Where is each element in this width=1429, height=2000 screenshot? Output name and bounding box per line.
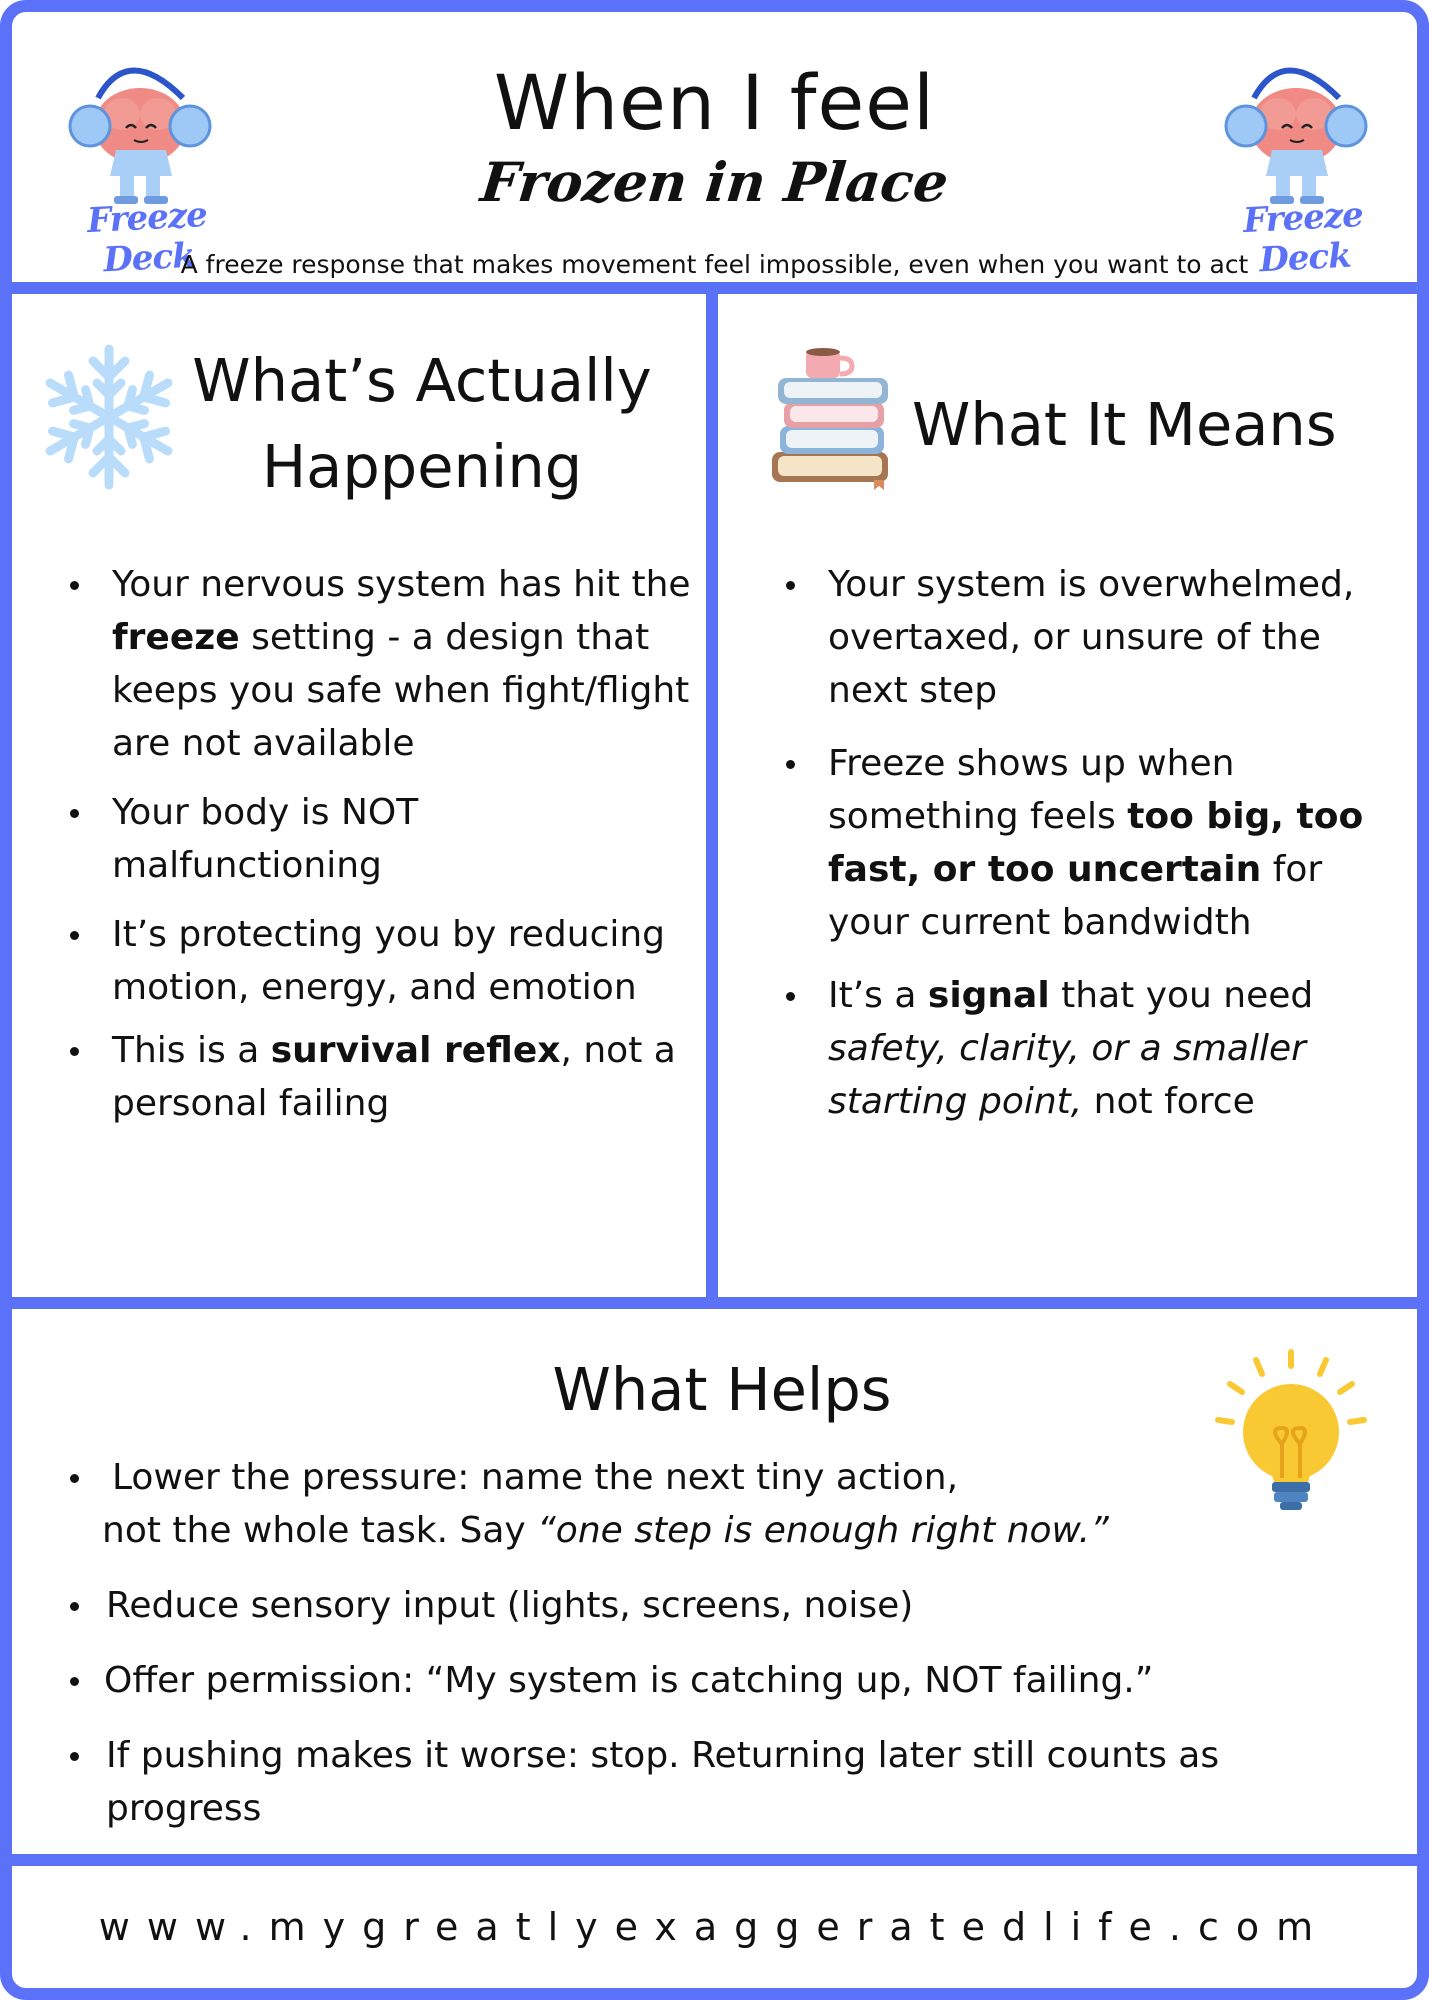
page-subtitle: Frozen in Place [477, 150, 952, 214]
divider-columns [706, 294, 718, 1297]
list-item: Reduce sensory input (lights, screens, n… [62, 1579, 1392, 1632]
divider-middle [12, 1297, 1417, 1309]
page-title: When I feel [493, 58, 936, 147]
brain-mascot-icon [68, 67, 212, 204]
list-item: Your system is overwhelmed, overtaxed, o… [778, 558, 1398, 717]
helps-list: Lower the pressure: name the next tiny a… [62, 1451, 1392, 1835]
books-and-mug-icon [772, 348, 888, 490]
list-item: Your body is NOT malfunctioning [62, 786, 692, 892]
list-item: Your nervous system has hit the freeze s… [62, 558, 692, 770]
happening-list: Your nervous system has hit the freeze s… [62, 558, 692, 1130]
divider-footer [12, 1854, 1417, 1866]
section-heading-means: What It Means [912, 390, 1337, 459]
brain-mascot-icon [1224, 67, 1368, 204]
section-heading-happening: What’s Actually Happening [192, 346, 652, 501]
snowflake-icon [44, 344, 174, 492]
list-item: Freeze shows up when something feels too… [778, 737, 1398, 949]
list-item: Lower the pressure: name the next tiny a… [62, 1451, 1392, 1557]
list-item: It’s protecting you by reducing motion, … [62, 908, 692, 1014]
list-item: This is a survival reflex, not a persona… [62, 1024, 692, 1130]
lightbulb-icon [1215, 1349, 1367, 1510]
footer-url[interactable]: www.mygreatlyexaggeratedlife.com [98, 1905, 1331, 1949]
section-heading-helps: What Helps [552, 1355, 892, 1424]
freeze-deck-logo-left: Freeze Deck [58, 48, 238, 280]
list-item: If pushing makes it worse: stop. Returni… [62, 1729, 1392, 1835]
means-list: Your system is overwhelmed, overtaxed, o… [778, 558, 1398, 1128]
freeze-deck-logo-right: Freeze Deck [1214, 48, 1394, 280]
list-item: Offer permission: “My system is catching… [62, 1654, 1392, 1707]
page-description: A freeze response that makes movement fe… [180, 250, 1249, 279]
list-item: It’s a signal that you need safety, clar… [778, 969, 1398, 1128]
divider-header [12, 282, 1417, 294]
